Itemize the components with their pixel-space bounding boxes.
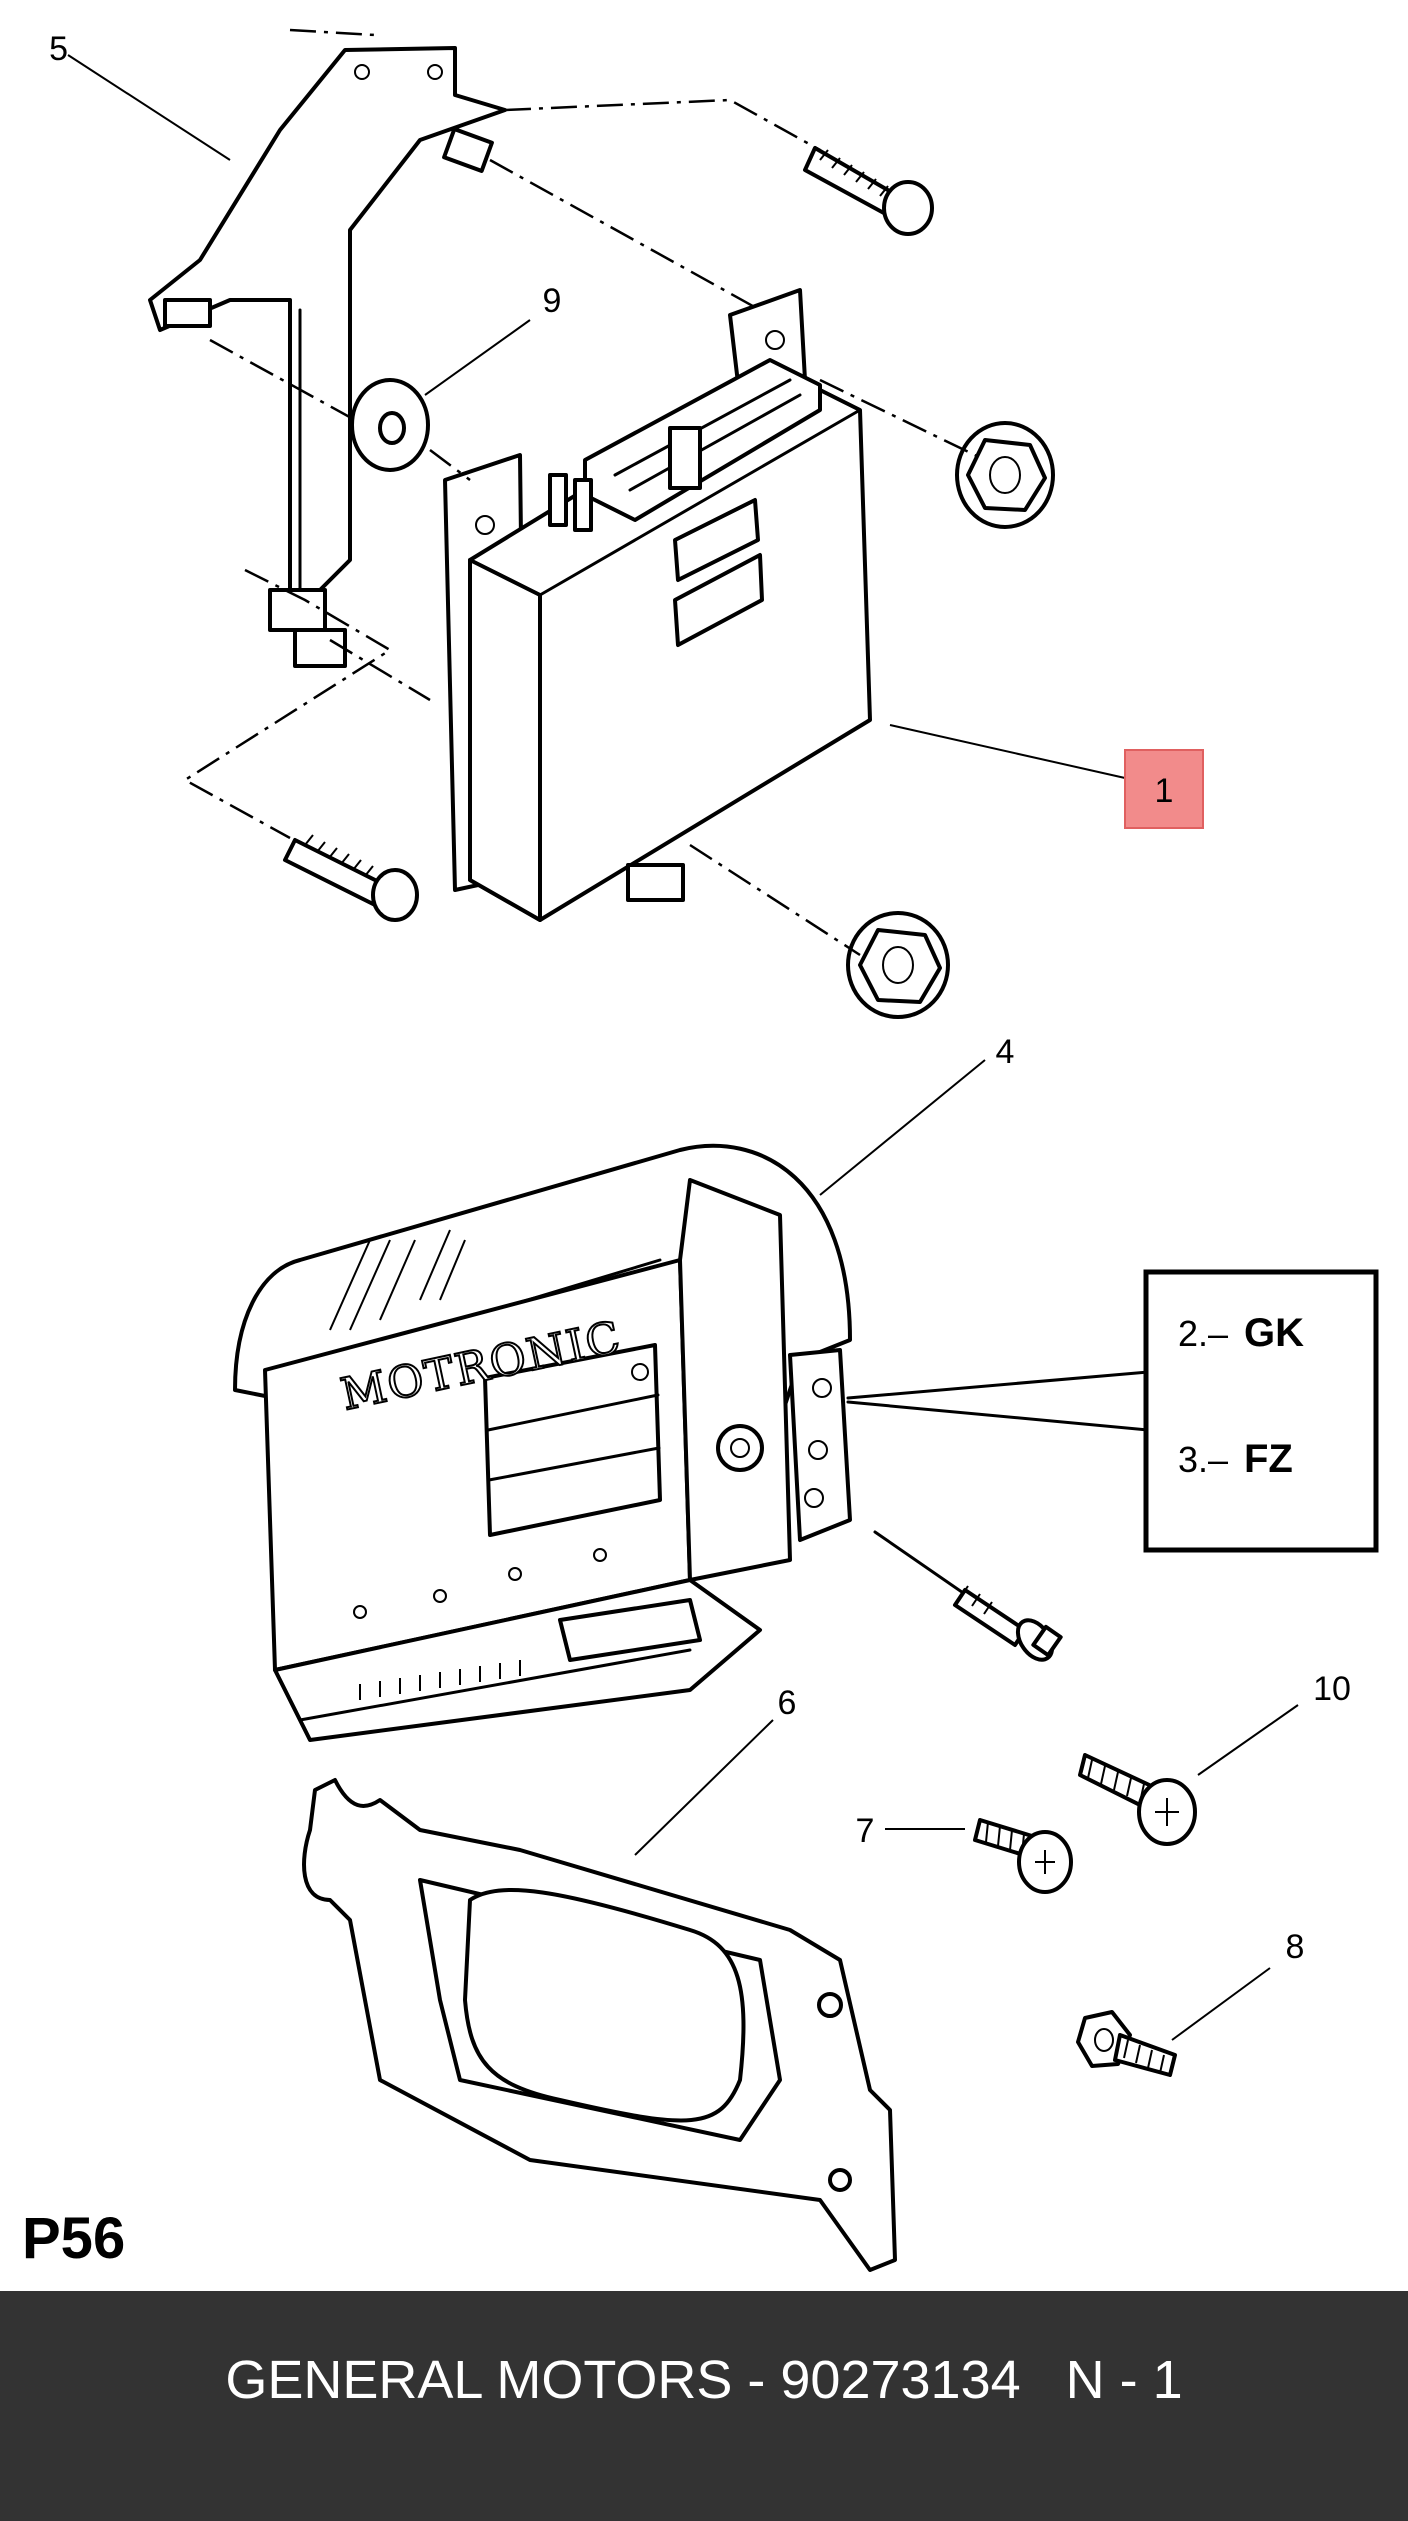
- screw-bottom-left: [283, 834, 419, 922]
- callout-4: 4: [996, 1033, 1015, 1071]
- variant-2-prefix: 3.–: [1178, 1439, 1228, 1480]
- bracket-stud-lower: [293, 628, 347, 668]
- page-code: P56: [22, 2206, 126, 2271]
- motronic-control-unit-4: MOTRONIC: [233, 1143, 852, 1742]
- exploded-parts-diagram: MOTRONIC: [49, 28, 1379, 2272]
- callout-5: 5: [49, 30, 68, 68]
- screw-8: [1076, 2010, 1177, 2077]
- long-screw: [873, 1530, 1063, 1662]
- screw-7: [973, 1818, 1073, 1894]
- flange-nut-upper: [955, 421, 1055, 529]
- footer-bar: GENERAL MOTORS - 90273134 N - 1: [0, 2291, 1408, 2521]
- variant-code-box: 2.– GK 3.– FZ: [846, 1269, 1379, 1553]
- screw-10: [1078, 1753, 1197, 1846]
- flange-nut-lower: [846, 911, 950, 1019]
- bracket-stud-left: [163, 298, 212, 328]
- leader-lines: [67, 54, 1299, 2041]
- bracket-stud-upper: [442, 127, 494, 173]
- screw-top-right: [803, 146, 934, 236]
- footer-part-number: GENERAL MOTORS - 90273134 N - 1: [225, 2350, 1183, 2410]
- callout-8: 8: [1286, 1928, 1305, 1966]
- assembly-lines: [182, 28, 986, 957]
- washer-9: [350, 378, 430, 472]
- variant-2-code: FZ: [1244, 1437, 1293, 1481]
- highlight-box-1: [1124, 749, 1204, 829]
- variant-1-code: GK: [1244, 1311, 1304, 1355]
- callout-7: 7: [856, 1812, 875, 1850]
- callout-10: 10: [1313, 1670, 1351, 1708]
- control-unit-1: [443, 288, 872, 922]
- callout-9: 9: [543, 282, 562, 320]
- callout-1: 1: [1155, 772, 1174, 810]
- support-bracket-6: [302, 1778, 897, 2272]
- variant-1-prefix: 2.–: [1178, 1313, 1228, 1354]
- callout-6: 6: [778, 1684, 797, 1722]
